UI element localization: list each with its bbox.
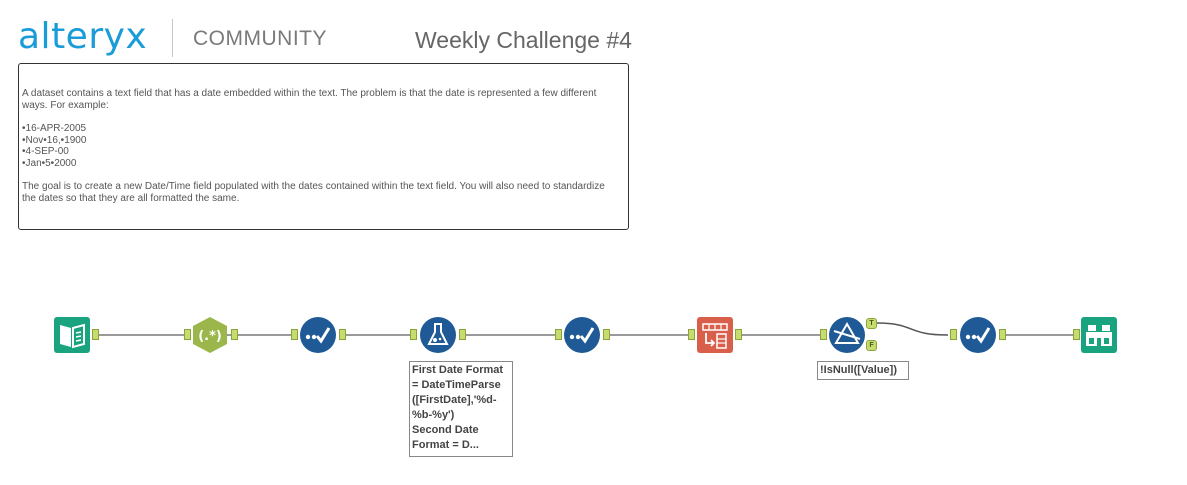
example-1: •16-APR-2005: [22, 123, 87, 134]
header-divider: [172, 19, 173, 57]
transpose-icon: [697, 317, 733, 353]
output-anchor[interactable]: [231, 329, 238, 340]
example-3: •4-SEP-00: [22, 146, 69, 157]
connector: [466, 334, 556, 336]
example-4: •Jan•5•2000: [22, 157, 77, 169]
select-tool-1[interactable]: [299, 316, 337, 359]
community-label: COMMUNITY: [193, 27, 327, 50]
output-anchor[interactable]: [92, 329, 99, 340]
filter-annotation: !IsNull([Value]): [817, 361, 909, 380]
annotation-line: First Date Format: [412, 364, 504, 376]
example-2: •Nov•16,•1900: [22, 134, 87, 146]
select-check-icon: [300, 317, 336, 353]
filter-true-anchor[interactable]: T: [866, 318, 877, 329]
regex-icon: (.*): [193, 317, 227, 353]
input-anchor[interactable]: [410, 329, 417, 340]
select-tool-3[interactable]: [959, 316, 997, 359]
annotation-line: Second Date: [412, 424, 479, 436]
input-anchor[interactable]: [1073, 329, 1080, 340]
select-tool-2[interactable]: [563, 316, 601, 359]
description-intro: A dataset contains a text field that has…: [22, 88, 597, 111]
formula-annotation: First Date Format = DateTimeParse ([Firs…: [409, 361, 513, 457]
regex-tool[interactable]: (.*): [191, 316, 229, 359]
input-anchor[interactable]: [688, 329, 695, 340]
filter-triangle-icon: [829, 317, 865, 353]
input-anchor[interactable]: [950, 329, 957, 340]
binoculars-icon: [1081, 317, 1117, 353]
filter-false-anchor[interactable]: F: [866, 340, 877, 351]
flask-icon: [420, 317, 456, 353]
connector: [742, 334, 822, 336]
annotation-line: = DateTimeParse: [412, 379, 501, 391]
formula-tool[interactable]: [419, 316, 457, 359]
input-anchor[interactable]: [555, 329, 562, 340]
challenge-description: A dataset contains a text field that has…: [18, 63, 629, 230]
connector: [222, 334, 292, 336]
input-anchor[interactable]: [291, 329, 298, 340]
input-anchor[interactable]: [820, 329, 827, 340]
challenge-title: Weekly Challenge #4: [415, 27, 632, 53]
connector: [876, 322, 949, 336]
filter-tool[interactable]: [828, 316, 866, 359]
select-check-icon: [960, 317, 996, 353]
connector: [98, 334, 186, 336]
input-anchor[interactable]: [184, 329, 191, 340]
select-check-icon: [564, 317, 600, 353]
description-goal: The goal is to create a new Date/Time fi…: [22, 181, 605, 204]
book-icon: [54, 317, 90, 353]
annotation-line: Format = D...: [412, 439, 479, 451]
input-data-tool[interactable]: [54, 317, 90, 358]
connector: [346, 334, 410, 336]
output-anchor[interactable]: [459, 329, 466, 340]
regex-label: (.*): [198, 329, 222, 344]
output-anchor[interactable]: [339, 329, 346, 340]
browse-tool[interactable]: [1081, 317, 1117, 358]
connector: [610, 334, 690, 336]
annotation-line: ([FirstDate],'%d-: [412, 394, 497, 406]
output-anchor[interactable]: [603, 329, 610, 340]
alteryx-logo: alteryx: [18, 16, 148, 57]
transpose-tool[interactable]: [697, 317, 733, 358]
annotation-line: %b-%y'): [412, 409, 455, 421]
output-anchor[interactable]: [735, 329, 742, 340]
output-anchor[interactable]: [999, 329, 1006, 340]
connector: [1006, 334, 1076, 336]
